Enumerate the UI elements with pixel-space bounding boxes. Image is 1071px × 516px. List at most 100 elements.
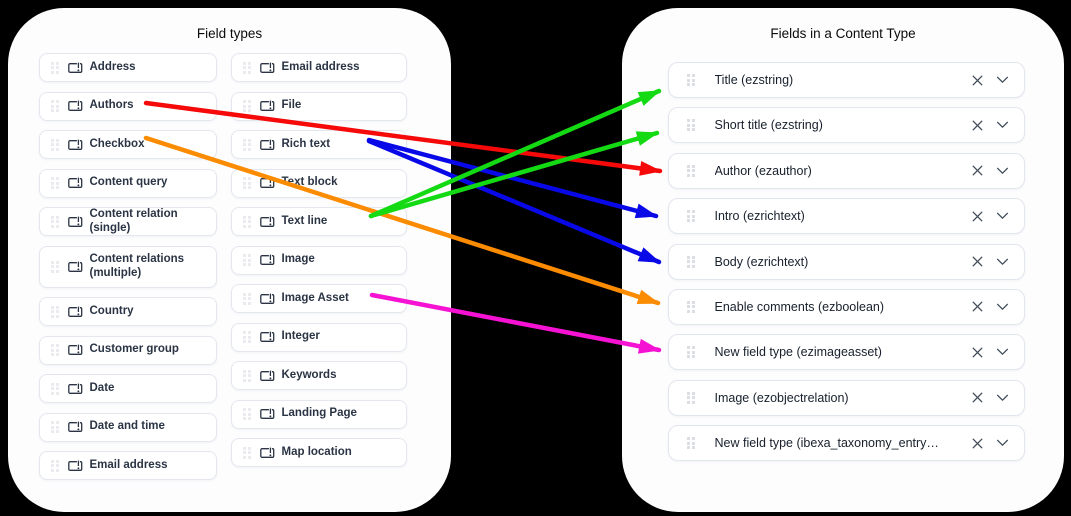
input-field-icon: [259, 446, 275, 459]
collapse-field-button[interactable]: [993, 73, 1012, 87]
drag-handle-icon[interactable]: [51, 138, 59, 151]
drag-handle-icon[interactable]: [687, 346, 695, 359]
field-type-item[interactable]: Content query: [39, 168, 217, 198]
drag-handle-icon[interactable]: [51, 260, 59, 273]
drag-handle-icon[interactable]: [687, 391, 695, 404]
drag-handle-icon[interactable]: [243, 254, 251, 266]
field-type-label: Country: [89, 304, 134, 317]
drag-handle-icon[interactable]: [243, 61, 251, 74]
drag-handle-icon[interactable]: [243, 138, 251, 151]
collapse-field-button[interactable]: [993, 300, 1012, 314]
field-type-item[interactable]: Content relation (single): [39, 207, 217, 236]
input-field-icon: [67, 305, 83, 318]
remove-field-button[interactable]: [968, 116, 987, 135]
drag-handle-icon[interactable]: [51, 177, 59, 189]
chevron-down-icon: [996, 122, 1009, 129]
collapse-field-button[interactable]: [993, 391, 1012, 405]
drag-handle-icon[interactable]: [243, 292, 251, 305]
collapse-field-button[interactable]: [993, 345, 1012, 359]
field-type-item[interactable]: Keywords: [231, 361, 407, 390]
drag-handle-icon[interactable]: [243, 408, 251, 420]
collapse-field-button[interactable]: [993, 436, 1012, 450]
content-type-field-row[interactable]: New field type (ezimageasset): [668, 334, 1025, 371]
field-type-item[interactable]: Address: [39, 53, 217, 82]
field-type-item[interactable]: Map location: [231, 438, 407, 467]
field-type-item[interactable]: Country: [39, 297, 217, 326]
close-icon: [972, 256, 983, 267]
content-type-field-row[interactable]: Author (ezauthor): [668, 152, 1025, 189]
drag-handle-icon[interactable]: [243, 215, 251, 228]
collapse-field-button[interactable]: [993, 164, 1012, 178]
drag-handle-icon[interactable]: [51, 61, 59, 74]
remove-field-button[interactable]: [968, 71, 987, 90]
close-icon: [972, 120, 983, 131]
input-field-icon: [259, 100, 275, 112]
field-type-item[interactable]: Text line: [231, 207, 407, 236]
input-field-icon: [67, 177, 83, 189]
remove-field-button[interactable]: [968, 343, 987, 362]
input-field-icon: [67, 382, 83, 395]
field-type-item[interactable]: Email address: [231, 53, 407, 82]
remove-field-button[interactable]: [968, 434, 987, 453]
field-type-label: Content query: [89, 176, 168, 189]
drag-handle-icon[interactable]: [243, 177, 251, 189]
field-type-item[interactable]: Customer group: [39, 335, 217, 365]
content-type-field-row[interactable]: New field type (ibexa_taxonomy_entry_ass…: [668, 425, 1025, 462]
drag-handle-icon[interactable]: [51, 305, 59, 318]
field-type-item[interactable]: Text block: [231, 168, 407, 198]
content-type-field-row[interactable]: Short title (ezstring): [668, 107, 1025, 144]
collapse-field-button[interactable]: [993, 118, 1012, 132]
drag-handle-icon[interactable]: [687, 210, 695, 223]
field-type-item[interactable]: Rich text: [231, 130, 407, 159]
drag-handle-icon[interactable]: [687, 300, 695, 313]
collapse-field-button[interactable]: [993, 209, 1012, 223]
field-type-label: Email address: [281, 60, 360, 73]
drag-handle-icon[interactable]: [243, 100, 251, 112]
input-field-icon: [67, 260, 83, 273]
drag-handle-icon[interactable]: [243, 331, 251, 343]
content-type-field-row[interactable]: Title (ezstring): [668, 62, 1025, 98]
remove-field-button[interactable]: [968, 297, 987, 316]
field-type-item[interactable]: Authors: [39, 91, 217, 121]
remove-field-button[interactable]: [968, 207, 987, 226]
drag-handle-icon[interactable]: [687, 437, 695, 450]
field-type-label: Authors: [89, 99, 134, 112]
remove-field-button[interactable]: [968, 388, 987, 407]
field-type-item[interactable]: Image Asset: [231, 284, 407, 313]
field-type-label: Text block: [281, 176, 338, 189]
drag-handle-icon[interactable]: [51, 421, 59, 433]
input-field-icon: [259, 177, 275, 189]
field-type-item[interactable]: Integer: [231, 322, 407, 352]
drag-handle-icon[interactable]: [687, 119, 695, 132]
drag-handle-icon[interactable]: [687, 255, 695, 268]
remove-field-button[interactable]: [968, 252, 987, 271]
field-type-label: Date: [89, 381, 115, 394]
field-type-item[interactable]: File: [231, 91, 407, 121]
field-name-label: New field type (ibexa_taxonomy_entry_ass…: [714, 436, 943, 451]
content-type-field-row[interactable]: Body (ezrichtext): [668, 243, 1025, 280]
drag-handle-icon[interactable]: [51, 382, 59, 395]
field-type-item[interactable]: Landing Page: [231, 399, 407, 429]
input-field-icon: [259, 292, 275, 305]
field-type-item[interactable]: Date: [39, 374, 217, 403]
field-types-title: Field types: [196, 26, 263, 41]
drag-handle-icon[interactable]: [243, 446, 251, 459]
drag-handle-icon[interactable]: [243, 369, 251, 382]
field-type-item[interactable]: Checkbox: [39, 130, 217, 159]
drag-handle-icon[interactable]: [51, 459, 59, 472]
content-type-field-row[interactable]: Image (ezobjectrelation): [668, 379, 1025, 416]
drag-handle-icon[interactable]: [687, 164, 695, 177]
drag-handle-icon[interactable]: [51, 100, 59, 112]
drag-handle-icon[interactable]: [687, 74, 695, 86]
field-type-item[interactable]: Date and time: [39, 412, 217, 442]
remove-field-button[interactable]: [968, 161, 987, 180]
drag-handle-icon[interactable]: [51, 344, 59, 356]
collapse-field-button[interactable]: [993, 255, 1012, 269]
field-type-item[interactable]: Image: [231, 245, 407, 275]
field-type-item[interactable]: Content relations (multiple): [39, 245, 217, 288]
drag-handle-icon[interactable]: [51, 215, 59, 228]
content-type-field-row[interactable]: Enable comments (ezboolean): [668, 288, 1025, 325]
field-type-label: Map location: [281, 445, 352, 458]
field-type-item[interactable]: Email address: [39, 451, 217, 480]
content-type-field-row[interactable]: Intro (ezrichtext): [668, 198, 1025, 235]
